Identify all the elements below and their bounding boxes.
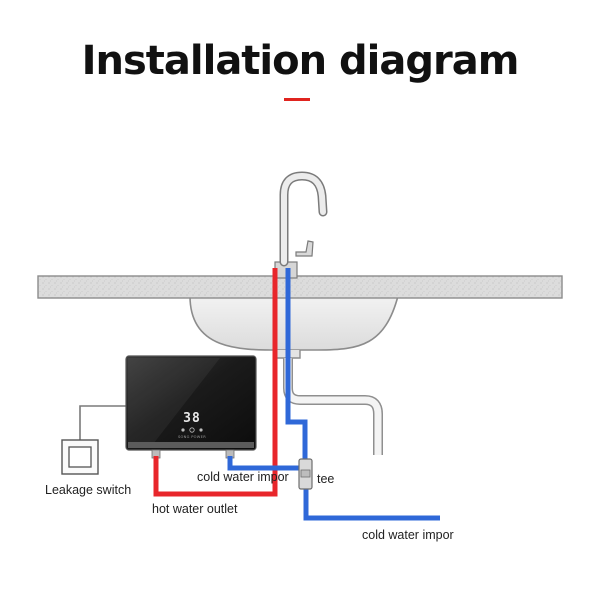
title-accent-bar [284,98,310,101]
cold-water-pipe-heater [227,456,305,471]
page-title: Installation diagram [81,38,520,84]
label-cold-water-inlet-main: cold water impor [362,528,454,542]
sink-basin [189,295,400,351]
heater-temperature-display: 38 [183,411,201,426]
water-heater-unit [125,355,257,459]
label-tee: tee [317,472,335,486]
leakage-switch-box [61,439,99,475]
countertop [37,275,563,299]
hot-water-pipe [153,268,278,497]
label-hot-water-outlet: hot water outlet [152,502,238,516]
tee-fitting [298,458,313,490]
label-cold-water-inlet-heater: cold water impor [197,470,289,484]
faucet-spout [279,171,328,267]
power-cable [79,405,130,440]
heater-button-labels: SONG POWER [178,435,206,439]
faucet-handle [295,240,314,257]
heater-control-button-left [181,428,185,432]
heater-control-button-center [189,427,195,433]
drain-trap-pipe [283,358,383,455]
heater-control-button-right [199,428,203,432]
cold-water-pipe-faucet [285,268,308,462]
label-leakage-switch: Leakage switch [45,483,132,497]
cold-water-pipe-main [303,484,440,521]
